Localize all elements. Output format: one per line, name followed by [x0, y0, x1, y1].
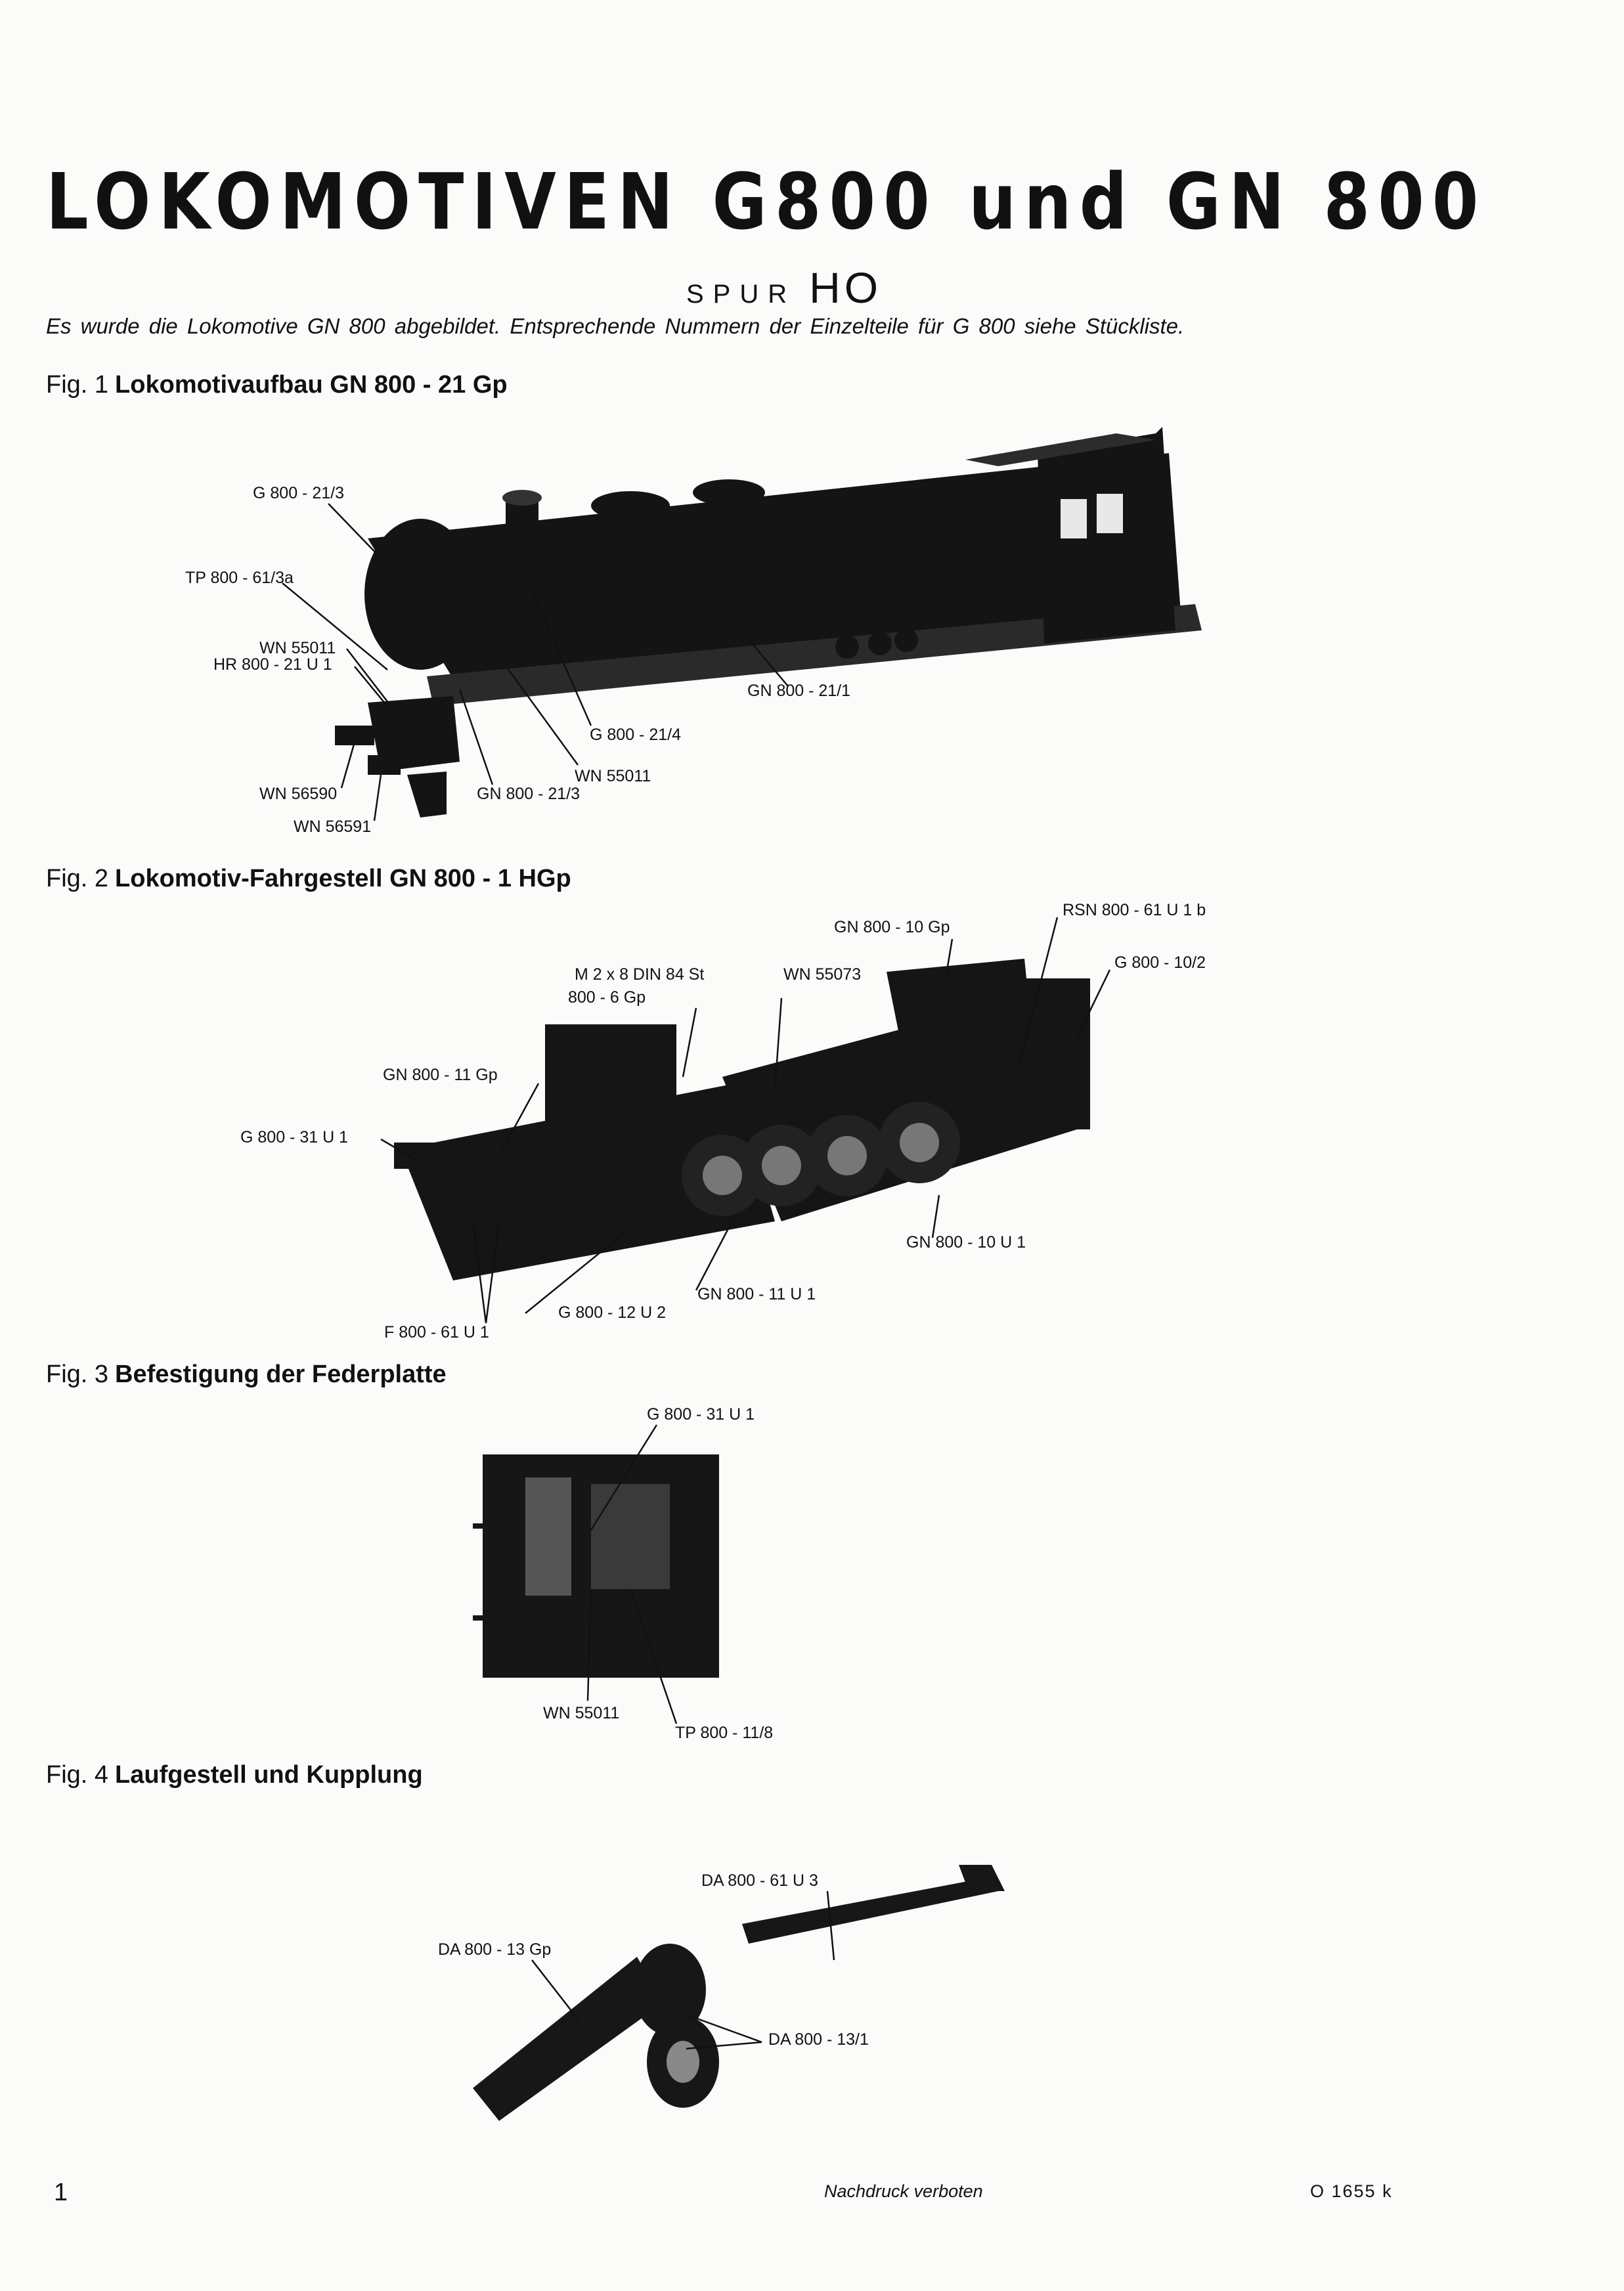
- spring-plate-drawing: [473, 1454, 719, 1678]
- fig4-label: DA 800 - 13/1: [768, 2030, 869, 2049]
- fig2-label: GN 800 - 11 Gp: [383, 1066, 498, 1084]
- reprint-notice: Nachdruck verboten: [824, 2181, 983, 2201]
- fig4-label: DA 800 - 61 U 3: [701, 1871, 818, 1890]
- page-number: 1: [54, 2179, 68, 2206]
- fig2-label: G 800 - 10/2: [1114, 953, 1206, 972]
- fig1-label: WN 56591: [294, 818, 372, 836]
- fig1-label: HR 800 - 21 U 1: [213, 655, 332, 674]
- fig2-label: GN 800 - 11 U 1: [697, 1285, 816, 1303]
- gauge-label: SPUR HO: [686, 263, 882, 313]
- fig1-label: GN 800 - 21/3: [477, 785, 581, 803]
- page-subtitle: Es wurde die Lokomotive GN 800 abgebilde…: [46, 314, 1185, 338]
- figure-4-leader-lines: [531, 1890, 835, 2050]
- fig1-label: TP 800 - 61/3a: [185, 569, 294, 587]
- chassis-drawing: [394, 959, 1090, 1280]
- fig4-label: DA 800 - 13 Gp: [438, 1940, 552, 1959]
- document-code: O 1655 k: [1310, 2181, 1393, 2201]
- fig2-label: WN 55073: [783, 965, 862, 984]
- fig2-label: RSN 800 - 61 U 1 b: [1063, 901, 1206, 919]
- fig2-label: GN 800 - 10 Gp: [834, 918, 950, 936]
- fig1-label: WN 55011: [575, 767, 651, 785]
- spur-word: SPUR: [686, 280, 797, 309]
- locomotive-body-drawing: [335, 427, 1202, 818]
- fig3-label: WN 55011: [543, 1704, 620, 1722]
- fig2-label: M 2 x 8 DIN 84 St: [575, 965, 705, 984]
- bogie-coupler-drawing: [473, 1865, 1005, 2121]
- fig2-label: 800 - 6 Gp: [568, 988, 646, 1007]
- fig2-label: F 800 - 61 U 1: [384, 1323, 489, 1342]
- figure-3-leader-lines: [586, 1424, 678, 1724]
- fig1-label: GN 800 - 21/1: [747, 682, 851, 700]
- fig1-label: G 800 - 21/4: [590, 726, 681, 744]
- figure-1-leader-lines: [282, 503, 789, 821]
- fig2-label: GN 800 - 10 U 1: [906, 1233, 1026, 1252]
- figure-2-leader-lines: [380, 917, 1111, 1324]
- fig2-label: G 800 - 12 U 2: [558, 1303, 666, 1322]
- fig3-label: G 800 - 31 U 1: [647, 1405, 755, 1424]
- fig1-label: G 800 - 21/3: [253, 484, 344, 502]
- fig1-label: WN 56590: [259, 785, 338, 803]
- fig2-label: G 800 - 31 U 1: [240, 1128, 348, 1146]
- fig1-label: WN 55011: [259, 639, 336, 657]
- fig3-label: TP 800 - 11/8: [675, 1724, 774, 1742]
- spur-value: HO: [809, 263, 883, 312]
